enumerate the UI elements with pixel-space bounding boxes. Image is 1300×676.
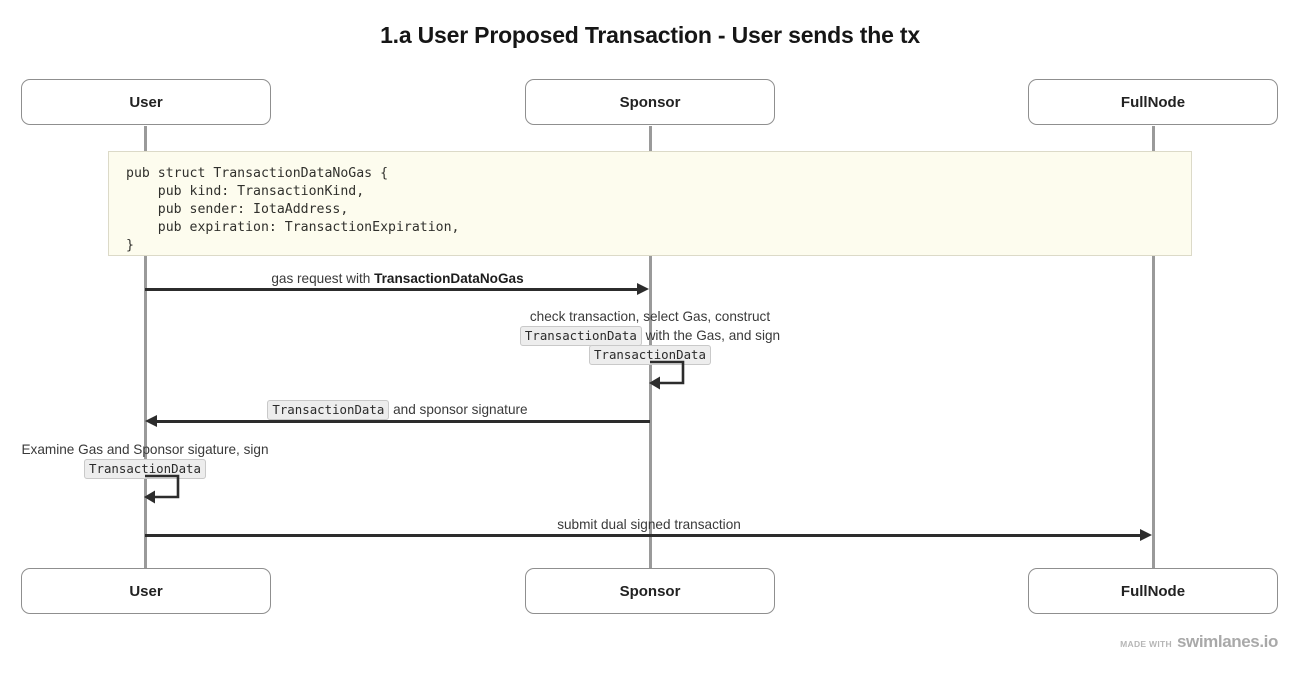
participant-label: FullNode bbox=[1120, 582, 1186, 600]
message-label-text: submit dual signed transaction bbox=[557, 517, 741, 532]
arrowhead-right-icon bbox=[637, 283, 649, 295]
message-label-user-self: Examine Gas and Sponsor sigature, sign T… bbox=[0, 440, 395, 479]
participant-sponsor-bottom[interactable]: Sponsor bbox=[525, 568, 775, 614]
self-message-loop-sponsor bbox=[649, 360, 685, 390]
code-chip-transactiondata: TransactionData bbox=[267, 400, 390, 420]
participant-user-bottom[interactable]: User bbox=[21, 568, 271, 614]
participant-sponsor-top[interactable]: Sponsor bbox=[525, 79, 775, 125]
watermark-brand-label: swimlanes.io bbox=[1176, 632, 1278, 651]
participant-label: Sponsor bbox=[619, 582, 681, 600]
message-label-line-1: Examine Gas and Sponsor sigature, sign bbox=[21, 442, 269, 457]
message-label-text: and sponsor signature bbox=[389, 402, 528, 417]
message-label-line-1: check transaction, select Gas, construct bbox=[529, 309, 771, 324]
participant-fullnode-bottom[interactable]: FullNode bbox=[1028, 568, 1278, 614]
message-label-sponsor-reply: TransactionData and sponsor signature bbox=[145, 400, 650, 420]
message-label-line-2-text: with the Gas, and sign bbox=[641, 328, 781, 343]
note-code-block: pub struct TransactionDataNoGas { pub ki… bbox=[108, 151, 1192, 256]
arrowhead-right-icon bbox=[1140, 529, 1152, 541]
lifeline-fullnode bbox=[1152, 126, 1155, 568]
lifeline-user bbox=[144, 126, 147, 568]
participant-user-top[interactable]: User bbox=[21, 79, 271, 125]
message-label-line-2: TransactionData bbox=[0, 459, 395, 479]
self-message-loop-user bbox=[144, 474, 180, 504]
message-label-line-2: TransactionData with the Gas, and sign bbox=[400, 326, 900, 346]
page-title: 1.a User Proposed Transaction - User sen… bbox=[380, 22, 920, 48]
message-label-sponsor-self: check transaction, select Gas, construct… bbox=[400, 307, 900, 365]
participant-label: User bbox=[129, 93, 163, 111]
message-arrow-sponsor-reply bbox=[157, 420, 650, 423]
arrowhead-left-icon bbox=[145, 415, 157, 427]
message-label-bold: TransactionDataNoGas bbox=[374, 271, 524, 286]
participant-label: Sponsor bbox=[619, 93, 681, 111]
watermark-made-with-label: MADE WITH bbox=[1120, 639, 1172, 649]
code-chip-transactiondata: TransactionData bbox=[519, 326, 642, 346]
message-arrow-submit bbox=[145, 534, 1142, 537]
message-label-line-3: TransactionData bbox=[400, 345, 900, 365]
watermark[interactable]: MADE WITH swimlanes.io bbox=[1120, 632, 1278, 652]
participant-fullnode-top[interactable]: FullNode bbox=[1028, 79, 1278, 125]
message-arrow-gas-request bbox=[145, 288, 639, 291]
code-chip-transactiondata: TransactionData bbox=[589, 345, 711, 365]
code-chip-transactiondata: TransactionData bbox=[84, 459, 206, 479]
message-label-gas-request: gas request with TransactionDataNoGas bbox=[145, 269, 650, 288]
participant-label: FullNode bbox=[1120, 93, 1186, 111]
participant-label: User bbox=[129, 582, 163, 600]
message-label-prefix: gas request with bbox=[271, 271, 375, 286]
message-label-submit: submit dual signed transaction bbox=[145, 515, 1153, 534]
